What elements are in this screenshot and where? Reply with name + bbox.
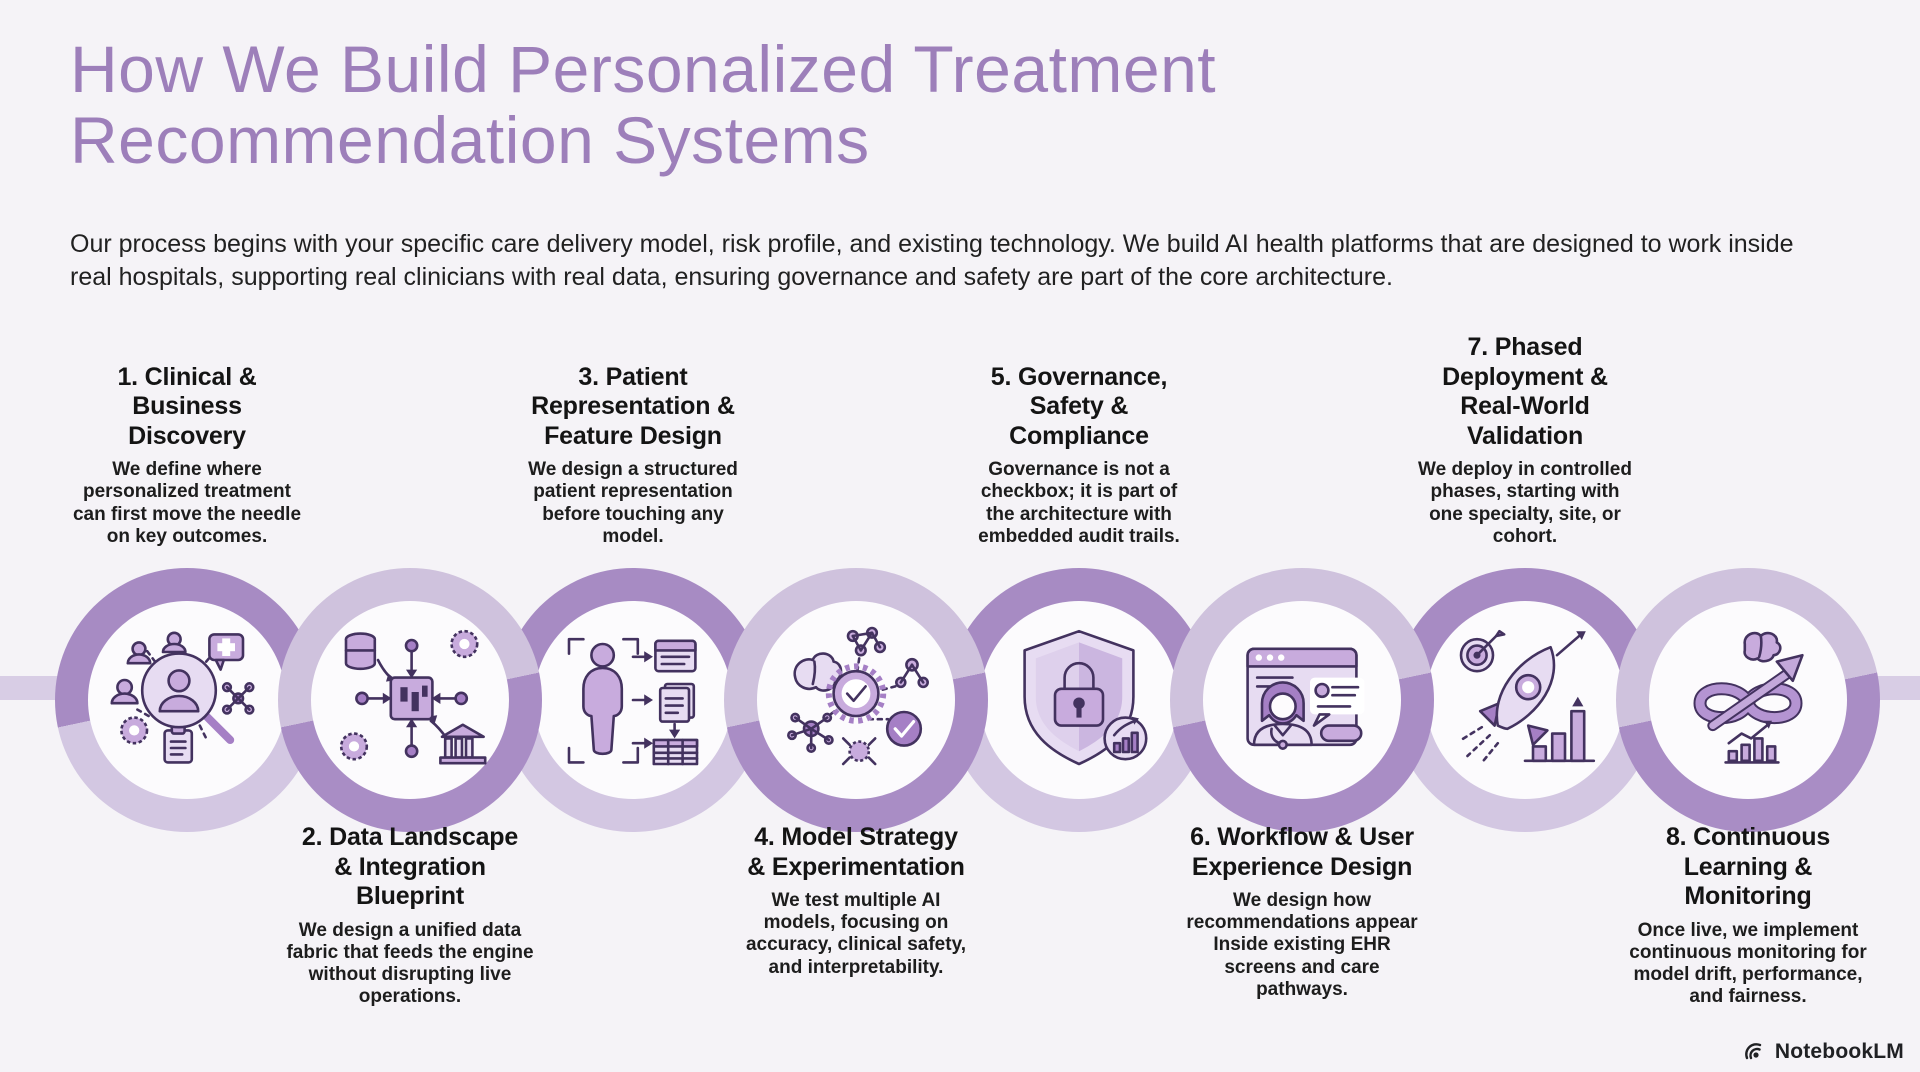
shield-lock-icon xyxy=(999,620,1159,780)
step-2-description: We design a unified data fabric that fee… xyxy=(286,919,534,1008)
rocket-growth-icon xyxy=(1445,620,1605,780)
step-8-title: 8. Continuous Learning & Monitoring xyxy=(1665,823,1831,910)
step-8-circle xyxy=(1649,601,1847,799)
step-5-circle xyxy=(980,601,1178,799)
step-8-text: 8. Continuous Learning & Monitoring Once… xyxy=(1608,823,1888,1008)
step-3-ring xyxy=(501,568,765,832)
step-7-description: We deploy in controlled phases, starting… xyxy=(1418,459,1632,547)
step-2-title: 2. Data Landscape & Integration Blueprin… xyxy=(301,823,519,910)
step-5-ring xyxy=(947,568,1211,832)
step-5-title: 5. Governance, Safety & Compliance xyxy=(990,362,1168,450)
step-6-circle xyxy=(1203,601,1401,799)
step-2-ring xyxy=(278,568,542,832)
step-6-title: 6. Workflow & User Experience Design xyxy=(1190,823,1414,881)
step-4-circle xyxy=(757,601,955,799)
step-1-ring xyxy=(55,568,319,832)
step-4-description: We test multiple AI models, focusing on … xyxy=(745,890,967,978)
step-4-title: 4. Model Strategy & Experimentation xyxy=(747,823,965,881)
notebooklm-watermark: NotebookLM xyxy=(1743,1040,1904,1064)
patient-body-to-records-icon xyxy=(553,620,713,780)
step-2-text: 2. Data Landscape & Integration Blueprin… xyxy=(270,823,550,1008)
step-1-text: 1. Clinical & Business Discovery We defi… xyxy=(47,363,327,548)
step-6-description: We design how recommendations appear Ins… xyxy=(1186,890,1418,1000)
step-8-ring xyxy=(1616,568,1880,832)
step-2-circle xyxy=(311,601,509,799)
step-6-text: 6. Workflow & User Experience Design We … xyxy=(1162,823,1442,1001)
clinician-ehr-screen-icon xyxy=(1222,620,1365,780)
step-7-title: 7. Phased Deployment & Real-World Valida… xyxy=(1442,333,1608,450)
step-7-text: 7. Phased Deployment & Real-World Valida… xyxy=(1385,333,1665,548)
step-1-circle xyxy=(88,601,286,799)
step-6-ring xyxy=(1170,568,1434,832)
magnifier-people-discovery-icon xyxy=(107,620,267,780)
notebooklm-label: NotebookLM xyxy=(1774,1040,1904,1063)
step-4-text: 4. Model Strategy & Experimentation We t… xyxy=(716,823,996,979)
step-3-text: 3. Patient Representation & Feature Desi… xyxy=(493,363,773,548)
step-5-description: Governance is not a checkbox; it is part… xyxy=(978,459,1180,547)
step-3-description: We design a structured patient represent… xyxy=(528,459,738,547)
step-5-text: 5. Governance, Safety & Compliance Gover… xyxy=(939,363,1219,548)
notebooklm-logo-icon xyxy=(1745,1043,1762,1060)
step-7-circle xyxy=(1426,601,1624,799)
page-title: How We Build Personalized Treatment Reco… xyxy=(70,32,1217,177)
step-1-description: We define where personalized treatment c… xyxy=(72,459,302,547)
gear-check-models-icon xyxy=(776,620,936,780)
chain-left-stub xyxy=(0,676,58,700)
step-4-ring xyxy=(724,568,988,832)
step-3-title: 3. Patient Representation & Feature Desi… xyxy=(531,362,735,450)
step-8-description: Once live, we implement continuous monit… xyxy=(1629,919,1867,1008)
data-integration-hub-icon xyxy=(330,620,490,780)
infinity-arrow-monitoring-icon xyxy=(1668,620,1828,780)
step-7-ring xyxy=(1393,568,1657,832)
intro-paragraph: Our process begins with your specific ca… xyxy=(70,230,1794,291)
step-1-title: 1. Clinical & Business Discovery xyxy=(117,362,257,450)
step-3-circle xyxy=(534,601,732,799)
